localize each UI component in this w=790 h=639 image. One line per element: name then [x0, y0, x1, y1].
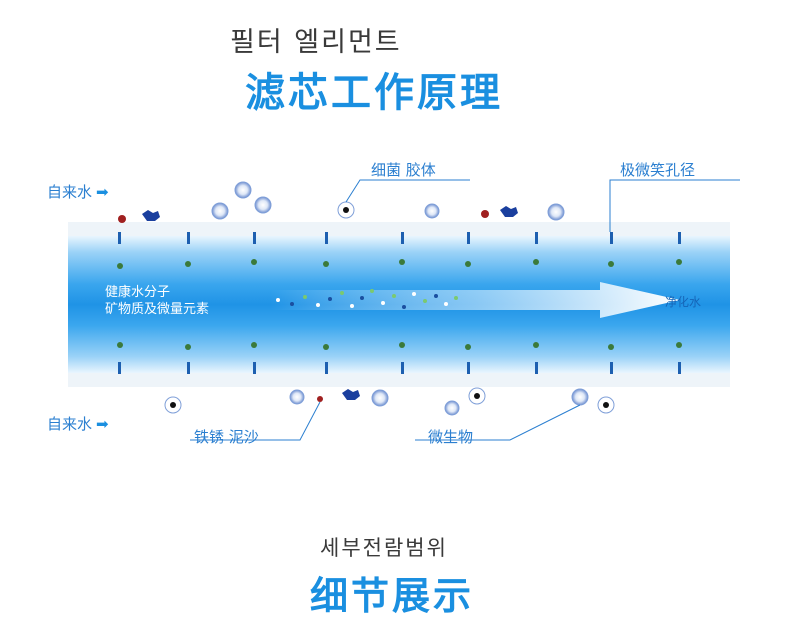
- tap-water-label-top: 自来水➡: [47, 181, 109, 202]
- arrow-right-icon: ➡: [96, 415, 109, 433]
- rust-sand-label: 铁锈 泥沙: [194, 426, 259, 447]
- section-title: 细节展示: [310, 565, 474, 620]
- microbes-label: 微生物: [428, 426, 473, 447]
- clean-water-label: 净化水: [665, 294, 701, 311]
- healthy-water-text: 健康水分子 矿物质及微量元素: [105, 284, 209, 318]
- pipe-wall-top: [68, 222, 730, 236]
- impurities-bottom: [165, 388, 614, 415]
- subtitle-korean-bottom: 세부전람범위: [320, 532, 448, 562]
- tap-water-label-bottom: 自来水➡: [47, 413, 109, 434]
- arrow-right-icon: ➡: [96, 183, 109, 201]
- micropore-label: 极微笑孔径: [620, 159, 695, 180]
- pipe-wall-bottom: [68, 373, 730, 387]
- impurities-top: [118, 182, 564, 223]
- bacteria-colloid-label: 细菌 胶体: [371, 159, 436, 180]
